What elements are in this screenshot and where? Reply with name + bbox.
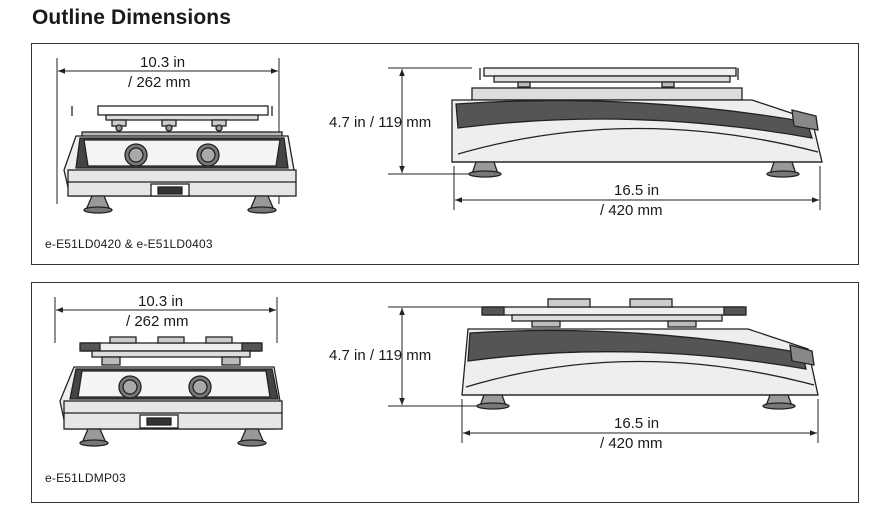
side-view <box>461 298 819 410</box>
panel-multiplace: 10.3 in / 262 mm 4.7 in / 119 mm 16.5 in… <box>31 282 859 503</box>
side-depth-mm: / 420 mm <box>600 202 663 219</box>
side-depth-in: 16.5 in <box>614 182 660 199</box>
panel-standard: 10.3 in / 262 mm 4.7 in / 119 mm 16.5 in… <box>31 43 859 265</box>
drawing-multiplace <box>54 297 819 447</box>
side-height-label: 4.7 in / 119 mm <box>329 114 432 131</box>
front-width-in: 10.3 in <box>140 54 186 71</box>
page-title: Outline Dimensions <box>32 6 231 29</box>
front-view <box>59 336 283 447</box>
side-depth-dimension <box>461 399 819 443</box>
side-depth-in: 16.5 in <box>614 415 660 432</box>
front-width-dimension <box>54 297 278 343</box>
side-view <box>451 67 823 178</box>
side-depth-dimension <box>453 166 821 210</box>
side-height-dimension <box>388 67 472 175</box>
model-label: e-E51LDMP03 <box>45 471 126 485</box>
front-width-mm: / 262 mm <box>128 74 191 91</box>
drawing-standard <box>56 58 823 214</box>
front-width-in: 10.3 in <box>138 293 184 310</box>
front-width-mm: / 262 mm <box>126 313 189 330</box>
front-view <box>63 105 297 214</box>
side-depth-mm: / 420 mm <box>600 435 663 452</box>
side-height-label: 4.7 in / 119 mm <box>329 347 432 364</box>
side-height-dimension <box>388 306 488 407</box>
model-label: e-E51LD0420 & e-E51LD0403 <box>45 237 213 251</box>
